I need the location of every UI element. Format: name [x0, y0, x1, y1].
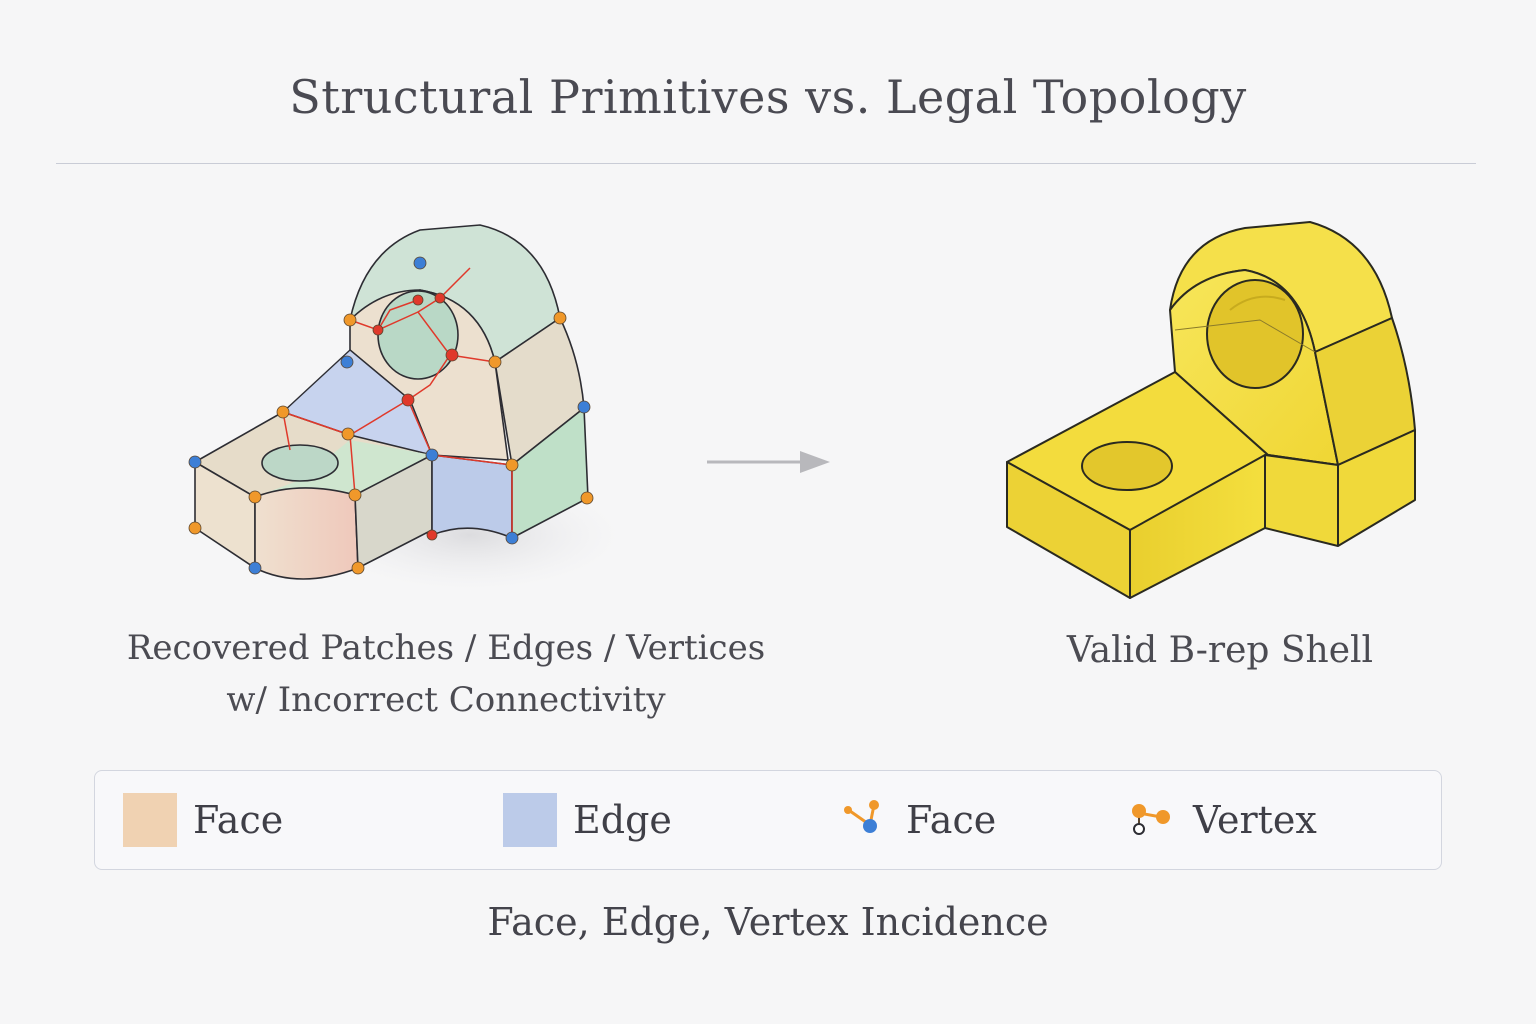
face-node-icon: [844, 800, 879, 833]
vertex-node-icon: [1132, 804, 1170, 835]
edge-swatch: [503, 793, 557, 847]
transform-arrow: [707, 451, 830, 473]
base-hole: [261, 444, 339, 482]
face-swatch: [123, 793, 177, 847]
base-top-green: [255, 440, 432, 497]
legend-item-vertex: Vertex: [1127, 771, 1317, 869]
right-caption: Valid B-rep Shell: [1066, 630, 1374, 671]
left-caption: Recovered Patches / Edges / Vertices w/ …: [96, 622, 796, 726]
legend-label-face-node: Face: [906, 798, 997, 842]
brep-base-hole: [1081, 441, 1173, 491]
blue-lower-face: [431, 454, 513, 540]
left-caption-line2: w/ Incorrect Connectivity: [226, 680, 666, 720]
valid-brep-model: [1006, 221, 1416, 599]
page-title: Structural Primitives vs. Legal Topology: [289, 70, 1247, 124]
legend-item-face-node: Face: [840, 771, 996, 869]
vertex-markers: [188, 256, 594, 575]
left-caption-line1: Recovered Patches / Edges / Vertices: [126, 628, 766, 668]
base-curved-face: [254, 487, 359, 580]
recovered-patches-model: [188, 224, 620, 590]
legend-item-edge: Edge: [503, 771, 672, 869]
title-divider: [56, 163, 1476, 164]
legend-label-edge: Edge: [573, 798, 672, 842]
legend-item-face: Face: [123, 771, 283, 869]
legend-label-face: Face: [193, 798, 284, 842]
legend-label-vertex: Vertex: [1193, 798, 1317, 842]
brep-tower-hole: [1206, 279, 1304, 389]
footer-caption: Face, Edge, Vertex Incidence: [487, 900, 1049, 944]
legend-box: Face Edge Face Vertex: [94, 770, 1442, 870]
